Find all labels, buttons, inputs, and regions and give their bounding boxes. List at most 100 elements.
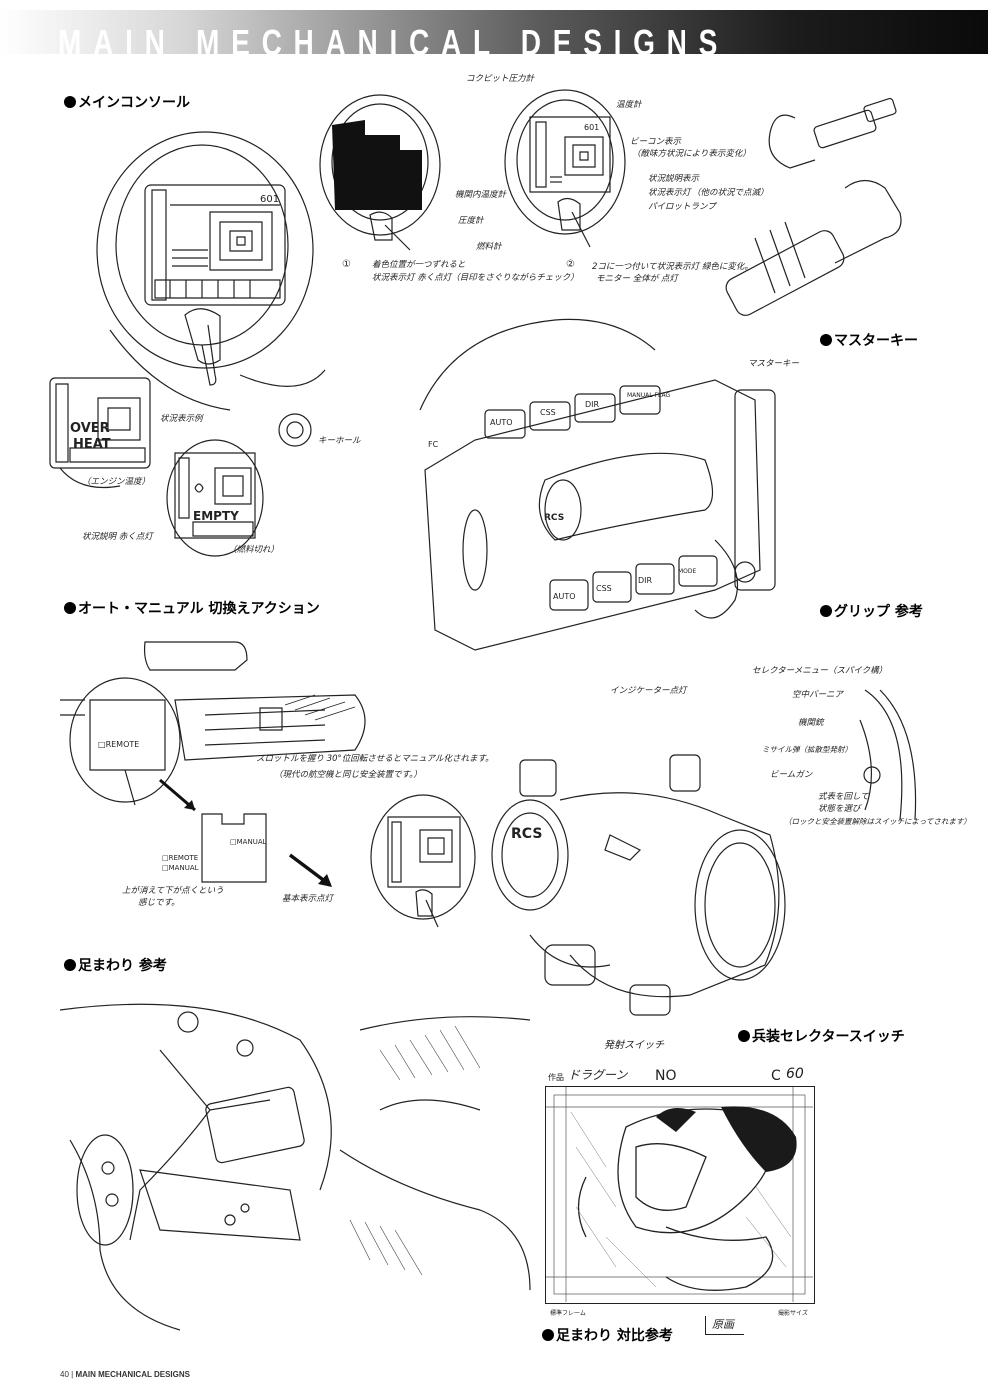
section-grip-ref: グリップ 参考 — [820, 601, 923, 621]
storyboard-frame — [545, 1086, 815, 1304]
grip-button-manual-flag: MANUAL FLAG — [627, 392, 671, 399]
bullet-icon — [820, 605, 832, 617]
bullet-icon — [64, 96, 76, 108]
header-bar: MAIN MECHANICAL DESIGNS — [0, 10, 988, 63]
grip-button-auto-top: AUTO — [490, 418, 513, 427]
note-stage-2-a: 2コに一つ付いて状況表示灯 緑色に変化。 — [592, 262, 753, 272]
label-manual-panel: □MANUAL — [230, 838, 267, 846]
arrow-graphics — [160, 780, 332, 887]
note-basic-display: 基本表示点灯 — [282, 894, 334, 904]
auto-manual-sketch — [55, 630, 375, 810]
label-keyhole: キーホール — [318, 436, 361, 446]
manual-switch-panel — [200, 810, 270, 885]
storyboard-sketch — [546, 1087, 813, 1302]
selector-item-1: 空中バーニア — [792, 690, 844, 700]
note-stage-1-a: 着色位置が一つずれると — [372, 260, 466, 270]
svg-text:HEAT: HEAT — [73, 437, 111, 452]
console-stage-1-sketch — [310, 90, 450, 260]
selector-item-4: ビームガン — [770, 770, 813, 780]
note-rotate: スロットルを握り 30°位回転させるとマニュアル化されます。 — [256, 754, 494, 764]
note-stage-1-b: 状況表示灯 赤く点灯（目印をさぐりながらチェック） — [372, 273, 579, 283]
storyboard-cut-label: C — [771, 1068, 781, 1084]
grip-button-fc: FC — [428, 440, 439, 449]
grip-button-css-top: CSS — [540, 408, 556, 417]
storyboard-frame-size: 撮影サイズ — [778, 1310, 808, 1317]
selector-menu-title: セレクターメニュー（スパイク構） — [752, 666, 888, 676]
callout-1: ① — [342, 259, 351, 270]
note-light-a: 上が消えて下が点くという — [122, 886, 224, 896]
label-pressure: 圧度計 — [458, 216, 484, 226]
section-legs-ref: 足まわり 参考 — [64, 955, 167, 975]
label-switch-remote: □REMOTE — [162, 854, 199, 862]
callout-2: ② — [566, 259, 575, 270]
bullet-icon — [820, 334, 832, 346]
legs-sketch — [60, 990, 540, 1355]
storyboard-title: ドラグーン — [568, 1068, 628, 1082]
note-light-b: 感じです。 — [138, 898, 180, 908]
selector-rcs-label: RCS — [511, 826, 543, 842]
section-main-console: メインコンソール — [64, 92, 190, 112]
label-fuel: 燃料計 — [476, 242, 502, 252]
grip-sketch — [415, 310, 795, 690]
label-coolant-gauge: コクピット圧力計 — [466, 74, 535, 84]
storyboard-header-left: 作品 — [548, 1073, 564, 1082]
grip-rcs-label: RCS — [544, 513, 565, 523]
bullet-icon — [738, 1030, 750, 1042]
grip-button-auto-bottom: AUTO — [553, 592, 576, 601]
label-coolant-temp: （エンジン温度） — [82, 477, 151, 487]
svg-text:EMPTY: EMPTY — [193, 509, 239, 523]
label-status-light: 状況表示灯 — [648, 188, 691, 198]
section-master-key: マスターキー — [820, 330, 918, 350]
svg-text:601: 601 — [260, 194, 279, 205]
manual-console-sketch — [368, 792, 478, 932]
label-status-light-sub: （他の状況で点滅） — [692, 188, 769, 198]
label-status-red: 状況説明 赤く点灯 — [82, 532, 153, 542]
label-fire-switch: 発射スイッチ — [604, 1040, 664, 1051]
master-key-sketch — [715, 88, 915, 328]
section-weapon-selector: 兵装セレクタースイッチ — [738, 1026, 905, 1046]
svg-text:OVER: OVER — [70, 421, 110, 436]
grip-indicator-note: インジケーター点灯 — [610, 686, 687, 696]
storyboard-stamp: 原画 — [705, 1316, 744, 1335]
selector-item-3: ミサイル弾（拡散型発射） — [762, 745, 852, 754]
storyboard-cut-number: 60 — [786, 1066, 804, 1082]
selector-dial-sketch — [840, 680, 920, 830]
grip-button-dir-bottom: DIR — [638, 576, 653, 585]
page-footer: 40 | MAIN MECHANICAL DESIGNS — [60, 1370, 190, 1379]
selector-item-2: 機関銃 — [798, 718, 824, 728]
note-stage-2-b: モニター 全体が 点灯 — [596, 274, 678, 284]
label-master-key: マスターキー — [748, 359, 800, 369]
selector-note-c: （ロックと安全装置解除はスイッチによってされます） — [784, 817, 971, 826]
grip-button-css-bottom: CSS — [596, 584, 612, 593]
label-status-display: 状況説明表示 — [648, 174, 700, 184]
label-beacon-sub: （敵味方状況により表示変化） — [632, 149, 751, 159]
svg-text:601: 601 — [584, 123, 599, 132]
note-rotate-sub: （現代の航空機と同じ安全装置です。） — [274, 770, 422, 780]
label-cabin-temp: 機関内温度計 — [455, 190, 507, 200]
storyboard-frame-std: 標準フレーム — [550, 1310, 586, 1317]
empty-console-sketch: EMPTY — [165, 438, 265, 568]
label-remote-console: □REMOTE — [98, 740, 140, 749]
selector-note-a: 式表を回して — [818, 792, 869, 802]
selector-note-b: 状態を選び — [818, 804, 861, 814]
label-status-example: 状況表示例 — [160, 414, 203, 424]
weapon-selector-sketch — [490, 755, 790, 1025]
storyboard-no-label: NO — [655, 1068, 677, 1084]
grip-button-dir-top: DIR — [585, 400, 600, 409]
label-switch-manual: □MANUAL — [162, 864, 199, 872]
section-legs-compare: 足まわり 対比参考 — [542, 1325, 673, 1345]
grip-button-mode: MODE — [678, 568, 697, 575]
main-console-sketch: 601 — [90, 130, 330, 440]
page-number: 40 — [60, 1370, 69, 1379]
label-fuel-empty: （燃料切れ） — [228, 545, 280, 555]
page-title: MAIN MECHANICAL DESIGNS — [58, 22, 730, 63]
label-pilot-lamp: パイロットランプ — [648, 202, 716, 212]
overheat-console-sketch: OVER HEAT — [40, 368, 160, 498]
label-beacon: ビーコン表示 — [630, 137, 682, 147]
console-stage-2-sketch: 601 — [500, 82, 640, 262]
section-auto-manual: オート・マニュアル 切換えアクション — [64, 598, 320, 618]
footer-label: MAIN MECHANICAL DESIGNS — [75, 1370, 190, 1379]
bullet-icon — [64, 602, 76, 614]
bullet-icon — [542, 1329, 554, 1341]
bullet-icon — [64, 959, 76, 971]
